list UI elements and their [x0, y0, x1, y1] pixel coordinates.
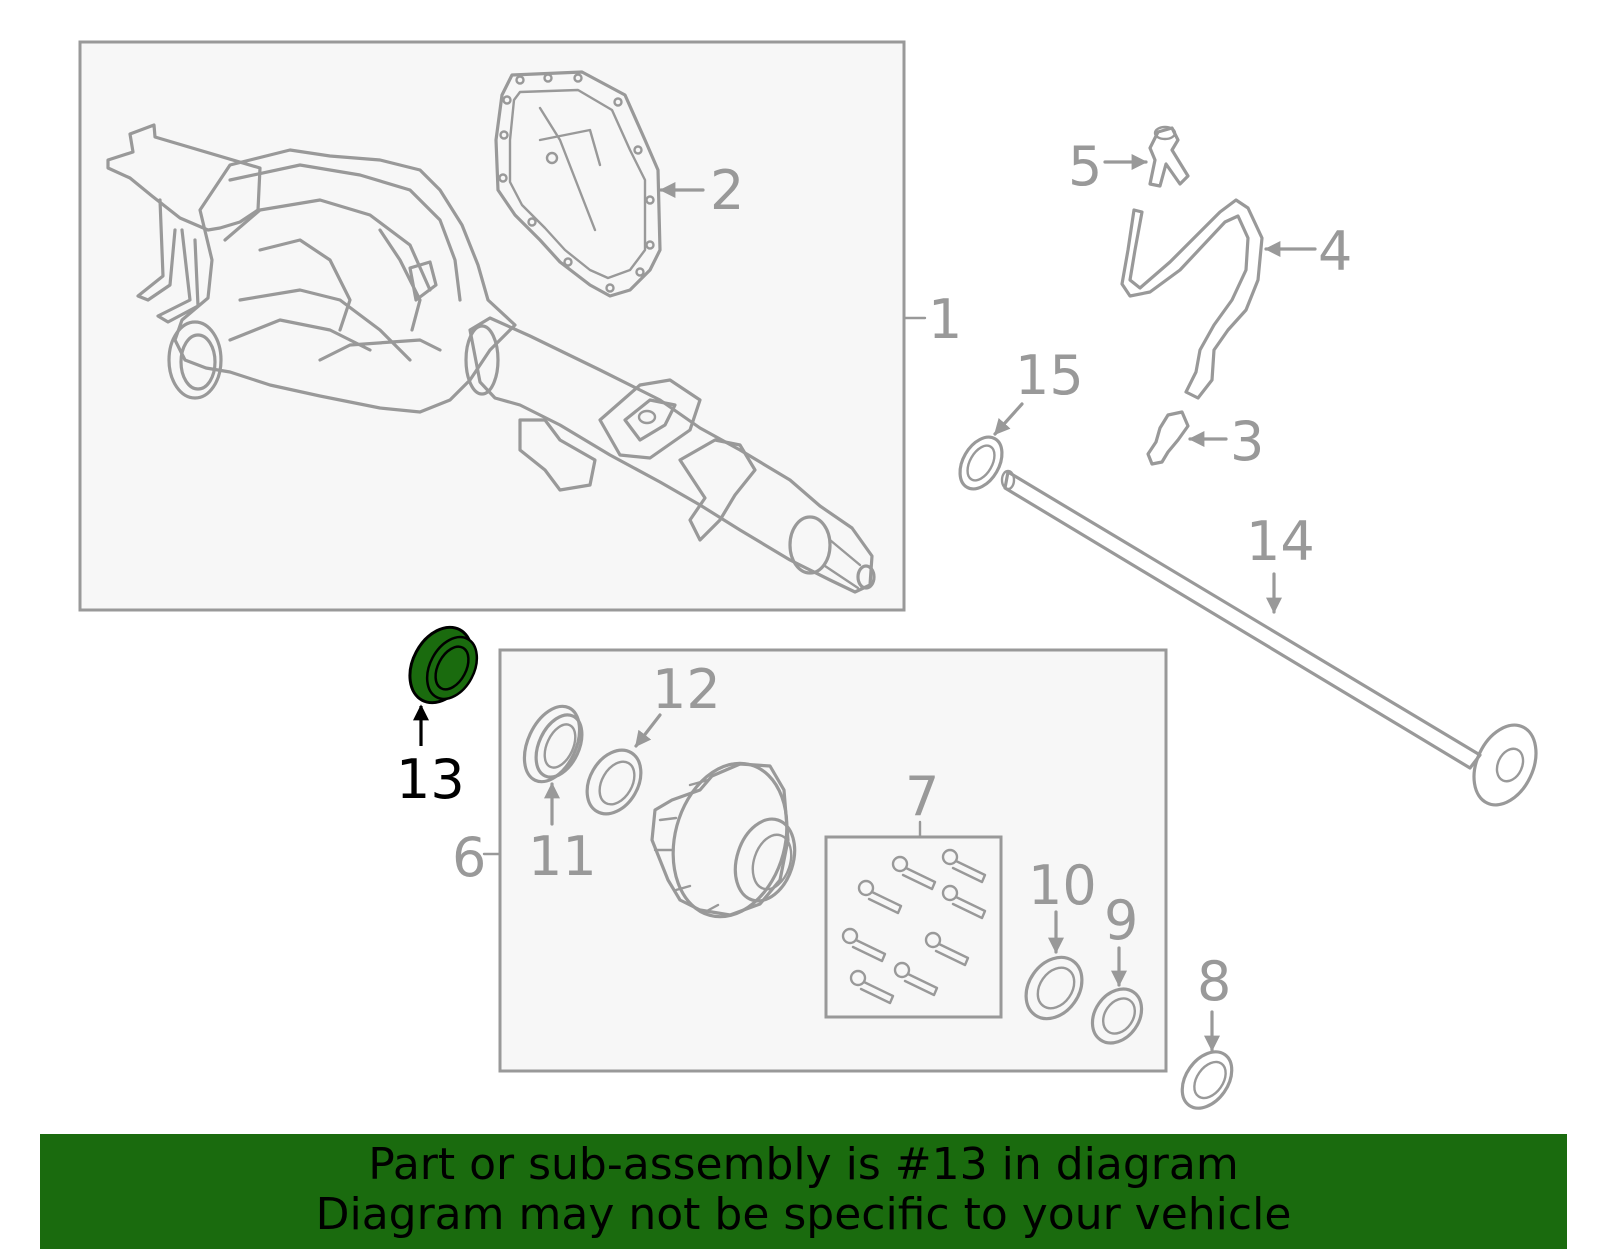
vent-hose-part-4 — [1120, 198, 1264, 400]
callout-9: 9 — [1104, 889, 1138, 952]
differential-housing-ribs — [223, 163, 462, 362]
callout-3: 3 — [1230, 410, 1264, 473]
axle-end-outer — [788, 515, 832, 575]
callout-7: 7 — [905, 765, 939, 828]
callout-15: 15 — [1015, 344, 1084, 407]
differential-housing — [173, 148, 517, 414]
brake-flange — [678, 438, 757, 542]
seal-part-8-outer — [1180, 1050, 1234, 1110]
wheel-hub-studs — [653, 778, 720, 914]
callout-2: 2 — [710, 159, 744, 222]
tube-collar — [464, 324, 500, 396]
callout-1: 1 — [928, 288, 962, 351]
callout-15-arrow — [993, 402, 1024, 436]
tube-bracket — [518, 418, 597, 492]
wheel-hub-flange — [671, 761, 789, 919]
callout-10: 10 — [1028, 854, 1097, 917]
callout-6: 6 — [452, 826, 486, 889]
bearing-part-9-outer — [1090, 987, 1144, 1045]
bolts-part-7 — [841, 848, 987, 1005]
spring-perch — [598, 378, 702, 460]
axle-left-bracket — [136, 198, 200, 324]
axle-shaft-flange-hub — [1495, 747, 1525, 783]
banner-line-1: Part or sub-assembly is #13 in diagram — [368, 1139, 1239, 1190]
bolts-part-7-box — [824, 835, 1003, 1019]
seal-part-8-inner — [1193, 1060, 1227, 1100]
wheel-hub-bore — [751, 833, 793, 891]
hub-kit-group: 11 12 7 10 — [498, 648, 1168, 1073]
axle-end-tip — [856, 564, 876, 590]
bearing-part-10-outer — [1024, 955, 1084, 1021]
pinion-opening-outer — [167, 320, 223, 400]
vent-cap — [1153, 125, 1177, 141]
pinion-opening-inner — [179, 333, 217, 391]
callout-12: 12 — [652, 658, 721, 721]
bearing-part-9-inner — [1101, 997, 1137, 1035]
connector-part-3 — [1146, 410, 1190, 466]
differential-cover-rib — [538, 106, 602, 232]
seal-part-13-highlighted — [408, 625, 479, 705]
callout-12-arrow — [634, 713, 662, 748]
differential-cover — [494, 70, 662, 298]
seal-part-11-mid — [534, 713, 584, 779]
vent-fitting-part-5 — [1148, 126, 1190, 188]
spring-perch-hole — [637, 409, 657, 425]
seal-part-13-bore — [434, 645, 470, 691]
callout-4: 4 — [1318, 220, 1352, 283]
bearing-part-12-inner — [598, 760, 636, 806]
axle-shaft-flange — [1472, 723, 1538, 807]
cover-bolt-holes — [498, 73, 655, 293]
seal-part-11-inner — [543, 723, 577, 769]
o-ring-part-15 — [958, 435, 1004, 491]
seal-part-11-outer — [522, 704, 582, 784]
axle-assembly-box — [78, 40, 906, 612]
callout-11: 11 — [528, 825, 597, 888]
part-info-banner: Part or sub-assembly is #13 in diagram D… — [40, 1134, 1567, 1249]
axle-shaft-end — [1000, 469, 1016, 491]
cover-fill-plug — [545, 151, 559, 165]
bearing-part-10-inner — [1036, 966, 1076, 1010]
callout-5: 5 — [1068, 135, 1102, 198]
o-ring-part-15-inner — [966, 444, 996, 482]
wheel-hub-pilot — [733, 817, 797, 903]
callout-14: 14 — [1246, 510, 1315, 573]
callout-13: 13 — [396, 748, 465, 811]
axle-end-spindle — [823, 538, 862, 590]
banner-line-2: Diagram may not be specific to your vehi… — [315, 1189, 1292, 1240]
callout-8: 8 — [1197, 950, 1231, 1013]
axle-left-stub — [106, 123, 262, 232]
differential-cover-inner — [508, 88, 647, 280]
axle-assembly-group: 2 — [78, 40, 906, 612]
bearing-part-12-outer — [585, 748, 643, 816]
axle-shaft-part-14 — [1003, 470, 1482, 770]
